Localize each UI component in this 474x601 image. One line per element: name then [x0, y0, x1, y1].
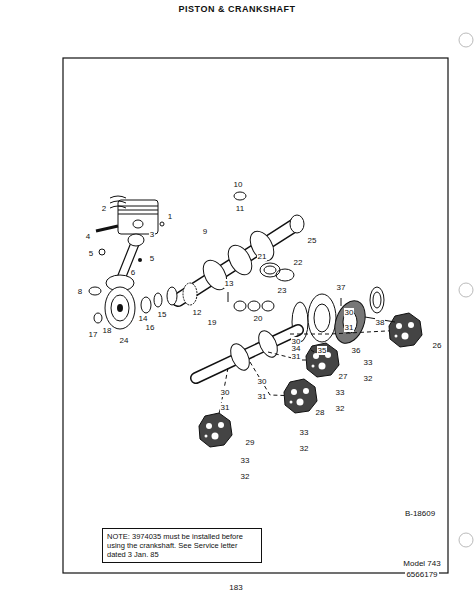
callout-number: 21	[257, 252, 268, 261]
callout-number: 5	[88, 249, 94, 258]
callout-number: 22	[293, 258, 304, 267]
callout-number: 29	[245, 438, 256, 447]
callout-number: 24	[119, 336, 130, 345]
callout-number: 32	[335, 404, 346, 413]
callout-number: 38	[375, 318, 386, 327]
callout-number: 32	[240, 472, 251, 481]
callout-number: 31	[257, 392, 268, 401]
callout-number: 18	[102, 326, 113, 335]
callout-number: 10	[233, 180, 244, 189]
callout-number: 15	[157, 310, 168, 319]
callout-number: 32	[299, 444, 310, 453]
callout-number: 14	[138, 314, 149, 323]
callout-number: 19	[207, 318, 218, 327]
callout-number: 32	[363, 374, 374, 383]
page-marking: Model 743	[402, 559, 441, 568]
callout-number: 6	[130, 268, 136, 277]
callout-number: 12	[192, 308, 203, 317]
callout-number: 33	[335, 388, 346, 397]
callout-number: 33	[299, 428, 310, 437]
page-marking: 6566179	[405, 570, 438, 579]
callout-number: 28	[315, 408, 326, 417]
callout-number: 11	[235, 204, 245, 213]
callout-number: 13	[224, 279, 235, 288]
callout-number: 30	[291, 337, 302, 346]
callout-number: 25	[307, 236, 318, 245]
callout-number: 17	[88, 330, 99, 339]
callout-number: 33	[240, 456, 251, 465]
callout-number: 30	[344, 308, 355, 317]
callout-number: 8	[77, 287, 83, 296]
callout-number: 9	[202, 227, 208, 236]
page-title: PISTON & CRANKSHAFT	[178, 5, 297, 14]
callout-number: 5	[149, 254, 155, 263]
callout-number: 30	[220, 388, 231, 397]
callout-number: 33	[363, 358, 374, 367]
callout-number: 27	[338, 372, 349, 381]
callout-number: 35	[317, 346, 328, 355]
callout-number: 37	[336, 283, 347, 292]
callout-number: 20	[253, 314, 264, 323]
callout-number: 31	[344, 323, 355, 332]
callout-number: 16	[145, 323, 156, 332]
callout-number: 3	[149, 230, 155, 239]
page-marking: B-18609	[404, 509, 436, 518]
callout-number: 26	[432, 341, 443, 350]
callout-number: 1	[167, 212, 173, 221]
callout-number: 31	[220, 403, 231, 412]
note-text: NOTE: 3974035 must be installed before u…	[107, 532, 257, 559]
note-box: NOTE: 3974035 must be installed before u…	[102, 528, 262, 563]
callout-number: 36	[351, 346, 362, 355]
callout-number: 31	[291, 352, 302, 361]
callout-number: 2	[101, 204, 107, 213]
callout-number: 4	[85, 232, 91, 241]
callout-number: 23	[277, 286, 288, 295]
callout-number: 30	[257, 377, 268, 386]
page-marking: 183	[228, 583, 243, 592]
